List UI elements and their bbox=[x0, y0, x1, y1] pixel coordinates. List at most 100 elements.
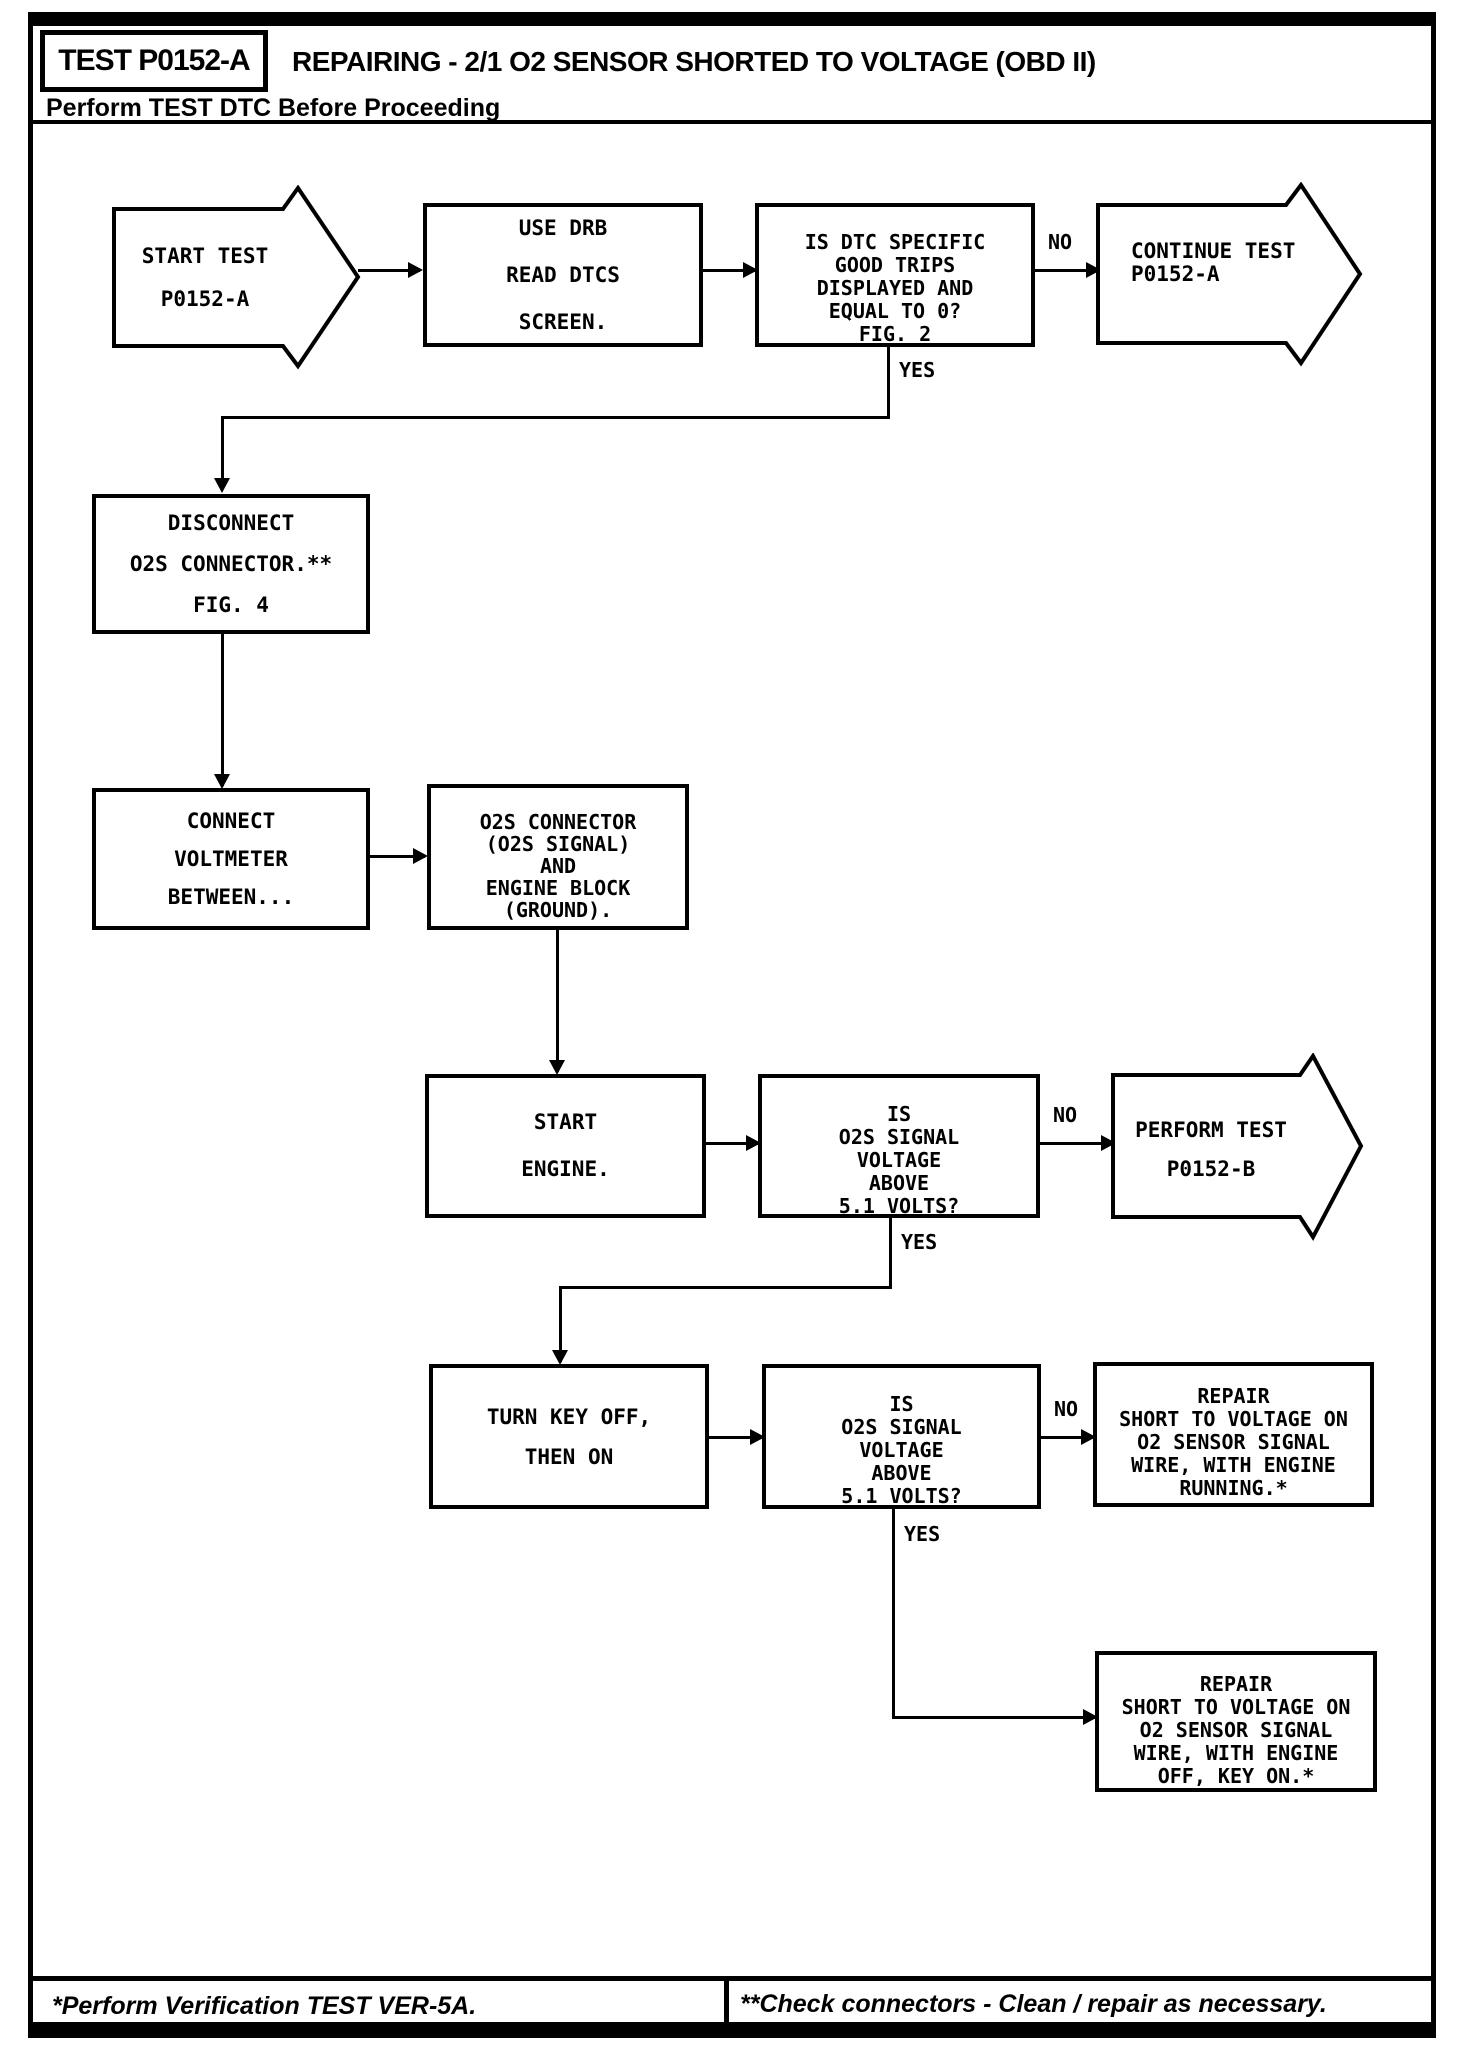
arrowhead-right-icon bbox=[413, 848, 428, 864]
node-line: WIRE, WITH ENGINE bbox=[1133, 1741, 1339, 1765]
connector-disconnect-to-voltmeter bbox=[221, 634, 224, 786]
node-line: P0152-B bbox=[1166, 1157, 1256, 1181]
node-line: TURN KEY OFF, bbox=[486, 1404, 652, 1429]
node-line: REPAIR bbox=[1199, 1672, 1273, 1696]
connector-usedrb-to-decision1 bbox=[703, 269, 755, 272]
node-repair-key-on: REPAIR SHORT TO VOLTAGE ON O2 SENSOR SIG… bbox=[1095, 1651, 1377, 1792]
node-line: GOOD TRIPS bbox=[834, 253, 956, 277]
node-perform-test-b: PERFORM TEST P0152-B bbox=[1111, 1052, 1367, 1242]
arrowhead-right-icon bbox=[743, 262, 758, 278]
node-line: O2S CONNECTOR.** bbox=[129, 551, 333, 576]
node-line: EQUAL TO 0? bbox=[828, 299, 962, 323]
node-line: DISCONNECT bbox=[167, 510, 295, 535]
node-line: START TEST bbox=[141, 244, 269, 268]
footer-rule bbox=[28, 1976, 1436, 1981]
edge-label-no: NO bbox=[1048, 230, 1073, 254]
edge-label-no: NO bbox=[1053, 1103, 1078, 1127]
node-line: DISPLAYED AND bbox=[816, 276, 974, 300]
connector-decision1-no bbox=[1035, 269, 1098, 272]
node-line: SHORT TO VOLTAGE ON bbox=[1121, 1695, 1351, 1719]
arrowhead-right-icon bbox=[750, 1429, 765, 1445]
terminal-label: PERFORM TEST P0152-B bbox=[1121, 1111, 1301, 1189]
page-subtitle: Perform TEST DTC Before Proceeding bbox=[46, 94, 501, 122]
arrowhead-right-icon bbox=[1083, 1709, 1098, 1725]
node-continue-test: CONTINUE TEST P0152-A bbox=[1096, 181, 1366, 369]
node-line: FIG. 2 bbox=[858, 322, 932, 346]
node-o2s-connector-points: O2S CONNECTOR (O2S SIGNAL) AND ENGINE BL… bbox=[427, 784, 689, 930]
test-id: TEST P0152-A bbox=[58, 44, 250, 77]
page-title: REPAIRING - 2/1 O2 SENSOR SHORTED TO VOL… bbox=[292, 46, 1096, 77]
node-line: AND bbox=[539, 854, 577, 878]
node-line: IS DTC SPECIFIC bbox=[804, 230, 986, 254]
terminal-arrow-shape bbox=[1111, 1052, 1364, 1241]
node-use-drb: USE DRB READ DTCS SCREEN. bbox=[423, 203, 703, 347]
node-line: ENGINE. bbox=[521, 1157, 610, 1181]
node-line: PERFORM TEST bbox=[1135, 1118, 1287, 1142]
node-connect-voltmeter: CONNECT VOLTMETER BETWEEN... bbox=[92, 788, 370, 930]
edge-label-yes: YES bbox=[904, 1522, 941, 1546]
node-line: O2S SIGNAL bbox=[841, 1415, 962, 1439]
node-line: P0152-A bbox=[160, 287, 250, 311]
node-line: SHORT TO VOLTAGE ON bbox=[1119, 1407, 1348, 1431]
node-disconnect-o2s: DISCONNECT O2S CONNECTOR.** FIG. 4 bbox=[92, 494, 370, 634]
node-start-test: START TEST P0152-A bbox=[112, 184, 364, 372]
arrowhead-down-icon bbox=[214, 478, 230, 493]
page-border bbox=[28, 12, 1436, 2038]
edge-label-no: NO bbox=[1054, 1397, 1079, 1421]
node-line: USE DRB bbox=[518, 215, 608, 240]
node-line: OFF, KEY ON.* bbox=[1157, 1764, 1315, 1788]
arrowhead-down-icon bbox=[552, 1350, 568, 1365]
node-line: P0152-A bbox=[1131, 262, 1220, 286]
connector-decision3-yes-run bbox=[892, 1716, 1095, 1719]
node-line: O2S CONNECTOR bbox=[479, 810, 637, 834]
node-line: (GROUND). bbox=[503, 898, 613, 922]
node-line: ABOVE bbox=[868, 1171, 930, 1195]
arrowhead-right-icon bbox=[1081, 1429, 1096, 1445]
connector-decision3-no bbox=[1041, 1436, 1093, 1439]
node-line: ENGINE BLOCK bbox=[485, 876, 631, 900]
terminal-label: CONTINUE TEST P0152-A bbox=[1131, 240, 1341, 286]
connector-decision1-yes-run bbox=[221, 416, 890, 419]
connector-decision3-yes-drop bbox=[892, 1509, 895, 1719]
node-line: (O2S SIGNAL) bbox=[485, 832, 631, 856]
node-line: VOLTMETER bbox=[174, 847, 288, 871]
node-line: IS bbox=[886, 1102, 912, 1126]
node-line: SCREEN. bbox=[518, 309, 608, 334]
node-line: VOLTAGE bbox=[856, 1148, 942, 1172]
edge-label-yes: YES bbox=[899, 358, 936, 382]
edge-label-yes: YES bbox=[901, 1230, 938, 1254]
connector-points-to-startengine bbox=[556, 930, 559, 1072]
footer-note-right: **Check connectors - Clean / repair as n… bbox=[740, 1990, 1327, 2018]
arrowhead-down-icon bbox=[549, 1060, 565, 1075]
node-line: THEN ON bbox=[524, 1444, 614, 1469]
node-start-engine: START ENGINE. bbox=[425, 1074, 706, 1218]
connector-decision2-yes-run bbox=[559, 1286, 892, 1289]
node-line: FIG. 4 bbox=[193, 592, 269, 617]
node-line: CONTINUE TEST bbox=[1131, 239, 1296, 263]
arrowhead-right-icon bbox=[746, 1135, 761, 1151]
node-line: BETWEEN... bbox=[167, 885, 295, 909]
arrowhead-right-icon bbox=[408, 262, 423, 278]
node-line: RUNNING.* bbox=[1179, 1476, 1288, 1500]
node-repair-engine-running: REPAIR SHORT TO VOLTAGE ON O2 SENSOR SIG… bbox=[1093, 1362, 1374, 1507]
connector-decision1-yes-drop bbox=[887, 345, 890, 418]
node-turn-key: TURN KEY OFF, THEN ON bbox=[429, 1364, 709, 1509]
node-line: ABOVE bbox=[871, 1461, 932, 1485]
header-rule bbox=[28, 120, 1436, 124]
node-voltage-check-key-on: IS O2S SIGNAL VOLTAGE ABOVE 5.1 VOLTS? bbox=[762, 1364, 1041, 1509]
connector-turnkey-to-decision3 bbox=[709, 1436, 762, 1439]
node-line: O2 SENSOR SIGNAL bbox=[1137, 1430, 1330, 1454]
node-line: VOLTAGE bbox=[859, 1438, 944, 1462]
test-id-box: TEST P0152-A bbox=[40, 30, 268, 92]
connector-to-disconnect bbox=[221, 416, 224, 488]
node-line: WIRE, WITH ENGINE bbox=[1131, 1453, 1336, 1477]
node-line: O2 SENSOR SIGNAL bbox=[1139, 1718, 1333, 1742]
node-line: IS bbox=[889, 1392, 914, 1416]
node-line: READ DTCS bbox=[506, 262, 620, 287]
node-line: REPAIR bbox=[1197, 1384, 1270, 1408]
node-line: START bbox=[533, 1110, 598, 1134]
terminal-label: START TEST P0152-A bbox=[112, 235, 298, 321]
connector-decision2-yes-drop bbox=[889, 1218, 892, 1288]
footer-note-left: *Perform Verification TEST VER-5A. bbox=[52, 1992, 477, 2020]
